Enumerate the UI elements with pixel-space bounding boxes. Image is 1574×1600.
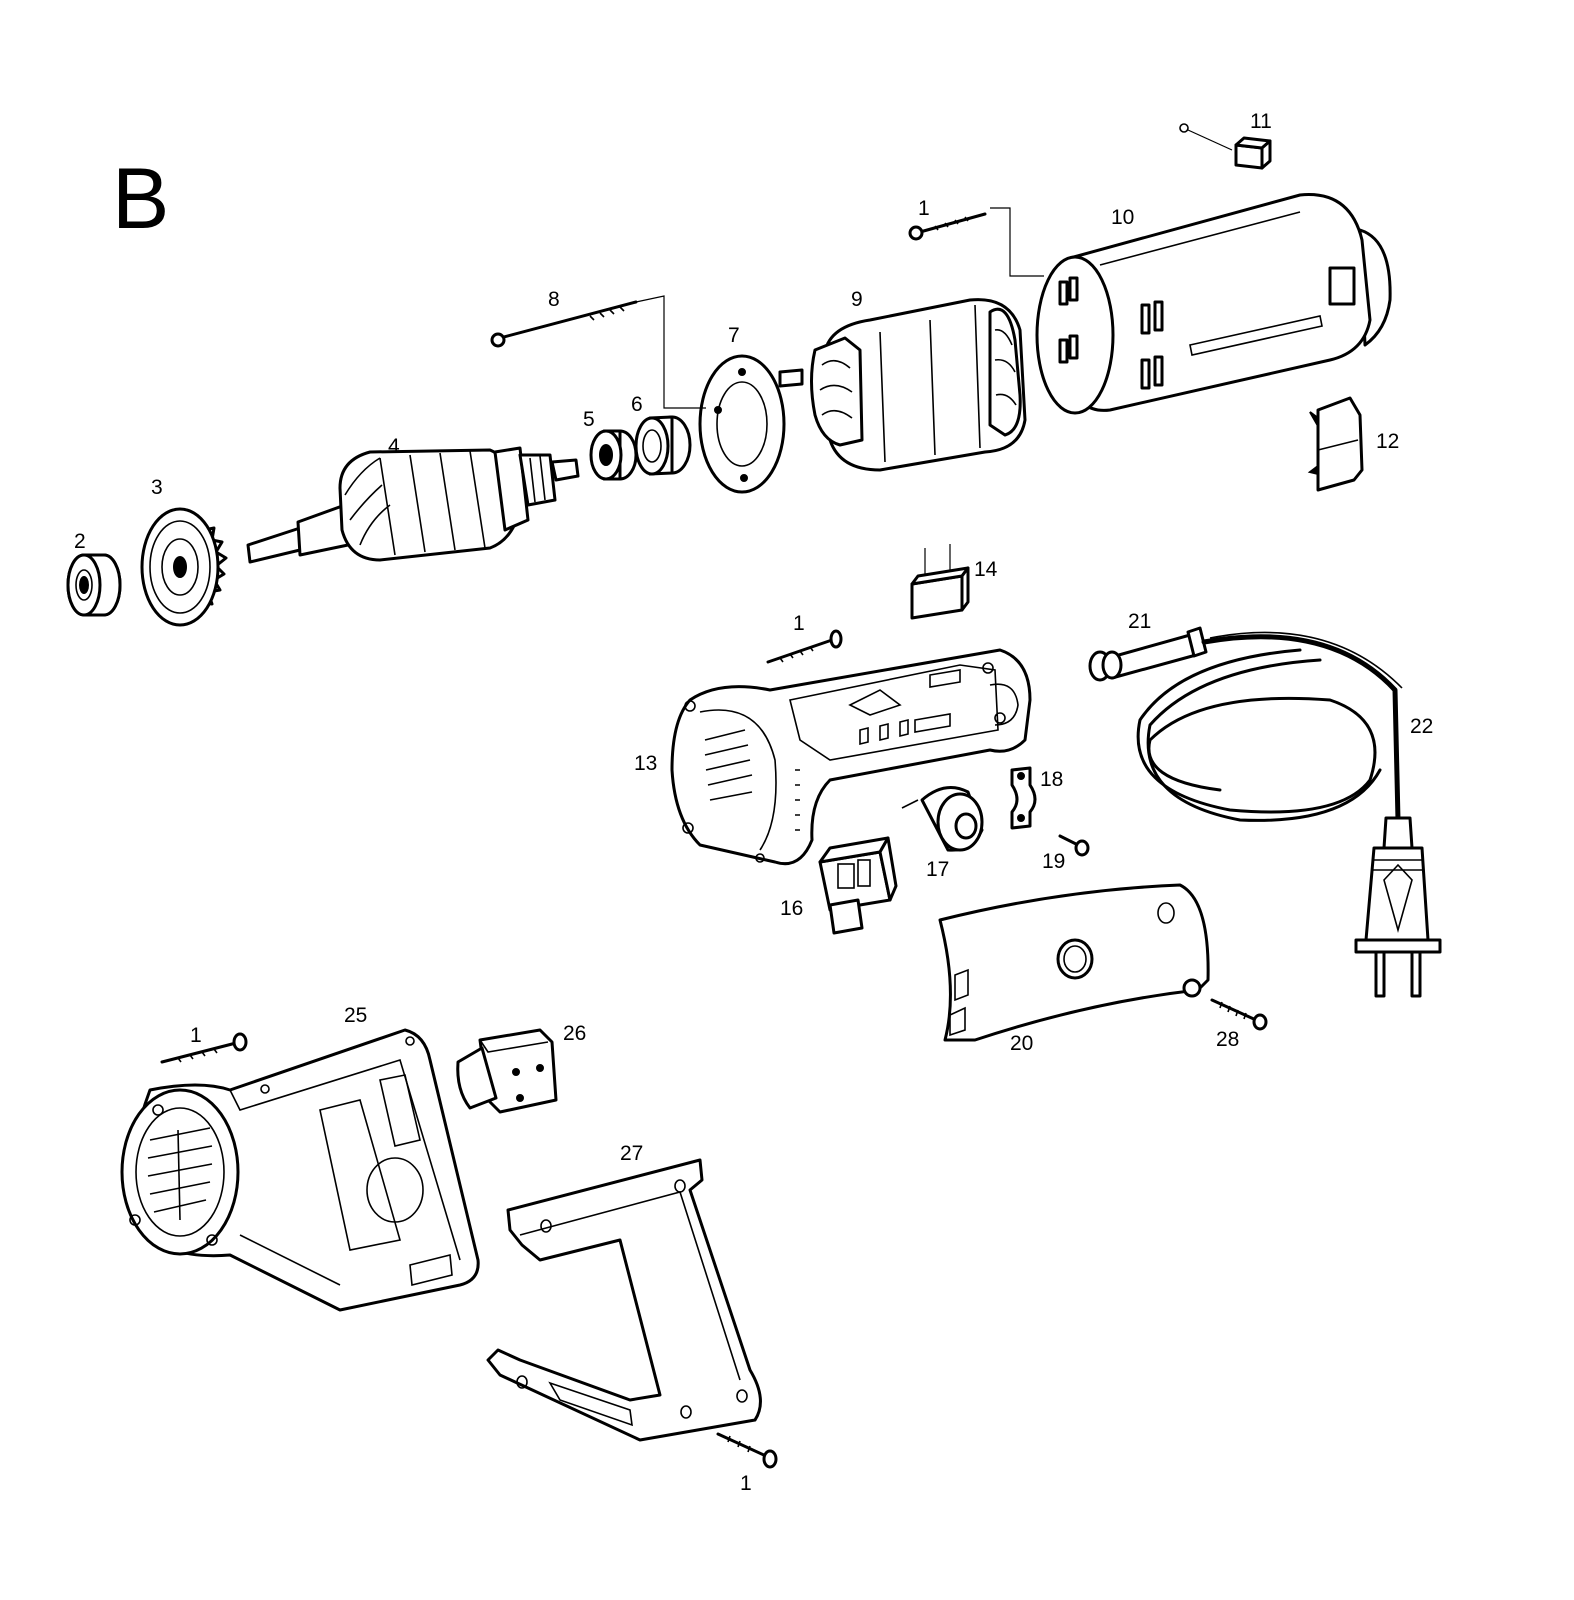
section-letter: B (112, 151, 169, 247)
label-part-12: 12 (1376, 430, 1399, 453)
label-part-3: 3 (151, 476, 163, 499)
part-19-screw (1058, 834, 1090, 857)
part-2-bearing (66, 553, 122, 617)
label-part-11: 11 (1250, 110, 1272, 133)
label-part-17: 17 (926, 858, 949, 881)
label-part-8: 8 (548, 288, 560, 311)
label-part-7: 7 (728, 324, 740, 347)
label-part-9: 9 (851, 288, 863, 311)
part-8-rod (490, 295, 706, 409)
part-21-sleeve (1088, 626, 1208, 682)
label-part-18: 18 (1040, 768, 1063, 791)
screw-1-left (160, 1032, 248, 1064)
label-screw-handle: 1 (793, 612, 805, 635)
part-28-screw (1210, 998, 1268, 1031)
screw-1-handle (766, 629, 843, 664)
part-14-capacitor (910, 544, 970, 620)
part-3-gear (140, 507, 228, 627)
part-26-button (456, 1028, 558, 1114)
part-13-handle-housing (670, 648, 1032, 866)
label-part-6: 6 (631, 393, 643, 416)
label-part-16: 16 (780, 897, 803, 920)
screw-1-bottom (716, 1432, 778, 1469)
label-part-10: 10 (1111, 206, 1134, 229)
part-22-cable (1136, 631, 1442, 998)
label-part-27: 27 (620, 1142, 643, 1165)
part-12-end-cap (1307, 396, 1364, 492)
label-part-20: 20 (1010, 1032, 1033, 1055)
part-6-bushing (634, 415, 692, 476)
part-7-end-plate (698, 354, 804, 494)
label-screw-top: 1 (918, 197, 930, 220)
label-part-14: 14 (974, 558, 998, 581)
label-part-22: 22 (1410, 715, 1433, 738)
part-16-switch (818, 836, 898, 935)
label-part-13: 13 (634, 752, 657, 775)
part-9-stator (810, 298, 1027, 472)
label-part-21: 21 (1128, 610, 1151, 633)
label-part-5: 5 (583, 408, 595, 431)
part-27-grip (486, 1158, 762, 1442)
part-11-brush (1179, 123, 1272, 170)
part-5-bearing (589, 429, 638, 481)
screw-1-top (908, 207, 1044, 277)
label-part-28: 28 (1216, 1028, 1239, 1051)
label-part-26: 26 (563, 1022, 586, 1045)
label-screw-left: 1 (190, 1024, 202, 1047)
label-part-19: 19 (1042, 850, 1065, 873)
part-18-clamp (1010, 766, 1037, 830)
label-screw-bottom: 1 (740, 1472, 752, 1495)
part-10-housing (1035, 193, 1392, 415)
label-part-2: 2 (74, 530, 86, 553)
part-20-cover (938, 883, 1210, 1042)
label-part-4: 4 (388, 435, 400, 458)
part-4-armature (246, 446, 580, 564)
label-part-25: 25 (344, 1004, 367, 1027)
part-17-knob (901, 786, 984, 852)
part-25-shell (120, 1028, 480, 1312)
